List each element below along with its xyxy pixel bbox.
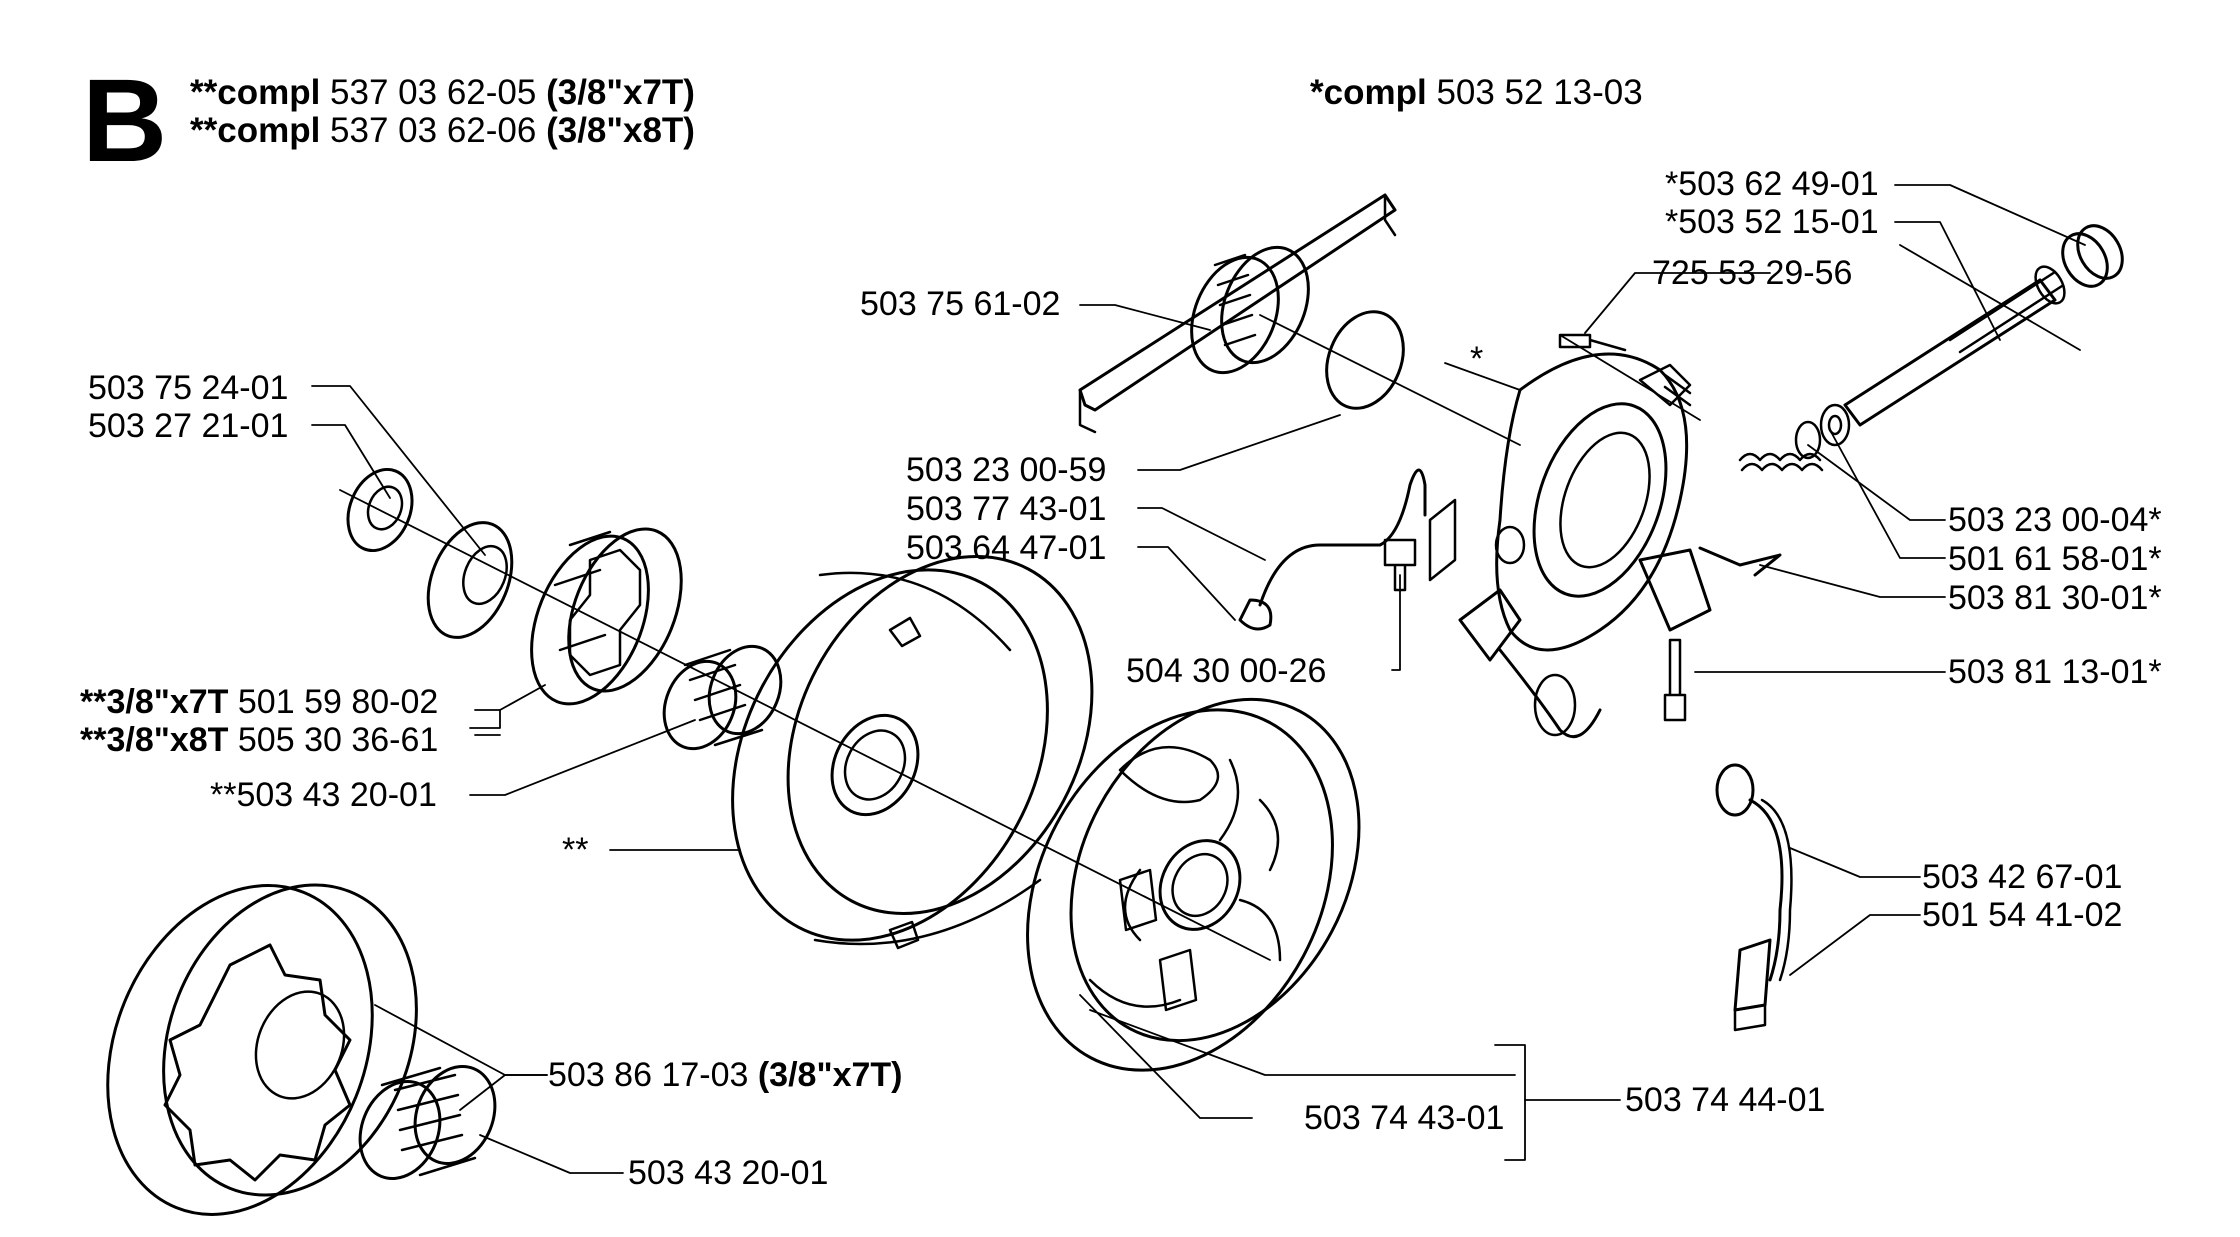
leader-lines (311, 184, 2086, 1174)
rim-sprocket (530, 527, 683, 706)
sprocket-number: 501 59 80-02 (237, 683, 439, 721)
needle-bearing-bottom (358, 1065, 497, 1180)
part-label-503-75-24-01: 503 75 24-01 (88, 369, 289, 407)
part-label-503-43-20-01-bearing: **503 43 20-01 (210, 776, 437, 814)
part-label-503-64-47-01: 503 64 47-01 (906, 529, 1107, 567)
part-label-503-43-20-01: 503 43 20-01 (628, 1154, 829, 1192)
part-label-501-61-58-01: 501 61 58-01* (1948, 540, 2162, 578)
part-label-503-81-30-01: 503 81 30-01* (1948, 579, 2162, 617)
part-label-asterisk: * (1470, 340, 1484, 378)
assembly-number: 537 03 62-05 (330, 73, 537, 112)
part-label-501-59-80-02: **3/8"x7T 501 59 80-02 (80, 683, 438, 721)
part-label-503-23-00-59: 503 23 00-59 (906, 451, 1107, 489)
part-label-501-54-41-02: 501 54 41-02 (1922, 896, 2123, 934)
clutch-drum (731, 554, 1094, 950)
part-label-503-23-00-04: 503 23 00-04* (1948, 501, 2162, 539)
part-label-503-27-21-01: 503 27 21-01 (88, 407, 289, 445)
worm-shaft (1843, 224, 2124, 427)
drum-variant: (3/8"x7T) (757, 1056, 903, 1094)
part-label-503-74-44-01: 503 74 44-01 (1625, 1081, 1826, 1119)
sprocket-number: 505 30 36-61 (237, 721, 439, 759)
cover-plate (1078, 193, 1405, 434)
part-label-725-53-29-56: 725 53 29-56 (1652, 254, 1853, 292)
part-label-504-30-00-26: 504 30 00-26 (1126, 652, 1327, 690)
part-label-505-30-36-61: **3/8"x8T 505 30 36-61 (80, 721, 438, 759)
assembly-variant: (3/8"x8T) (546, 111, 695, 150)
needle-bearing-middle (662, 644, 783, 751)
pump-small-parts (1558, 333, 1851, 577)
assembly-line-1: **compl 537 03 62-05 (3/8"x7T) (190, 73, 695, 113)
drum-number: 503 86 17-03 (548, 1056, 749, 1094)
oil-hose (1715, 763, 1793, 1032)
sprocket-variant: **3/8"x8T (80, 721, 229, 759)
part-label-503-81-13-01: 503 81 13-01* (1948, 653, 2162, 691)
sprocket-variant: **3/8"x7T (80, 683, 229, 721)
assembly-prefix: **compl (190, 73, 321, 112)
assembly-line-2: **compl 537 03 62-06 (3/8"x8T) (190, 111, 695, 151)
section-letter: B (82, 55, 167, 187)
part-label-503-75-61-02: 503 75 61-02 (860, 285, 1061, 323)
bracket (1494, 1044, 1621, 1161)
spur-sprocket-drum (106, 883, 418, 1216)
part-label-503-74-43-01: 503 74 43-01 (1304, 1099, 1505, 1137)
clutch-shoes (1026, 697, 1361, 1072)
pump-assembly-number: 503 52 13-03 (1436, 73, 1643, 112)
part-label-503-86-17-03: 503 86 17-03 (3/8"x7T) (548, 1056, 902, 1094)
assembly-variant: (3/8"x7T) (546, 73, 695, 112)
pump-assembly-prefix: *compl (1310, 73, 1427, 112)
pump-assembly-line: *compl 503 52 13-03 (1310, 73, 1643, 113)
part-label-503-42-67-01: 503 42 67-01 (1922, 858, 2123, 896)
assembly-prefix: **compl (190, 111, 321, 150)
part-label-503-62-49-01: *503 62 49-01 (1665, 165, 1879, 203)
part-label-503-52-15-01: *503 52 15-01 (1665, 203, 1879, 241)
part-label-double-asterisk: ** (562, 831, 589, 869)
center-lines (339, 244, 2081, 961)
oil-pump (1428, 352, 1712, 739)
part-label-503-77-43-01: 503 77 43-01 (906, 490, 1107, 528)
washer-and-clip (346, 467, 514, 639)
assembly-number: 537 03 62-06 (330, 111, 537, 150)
